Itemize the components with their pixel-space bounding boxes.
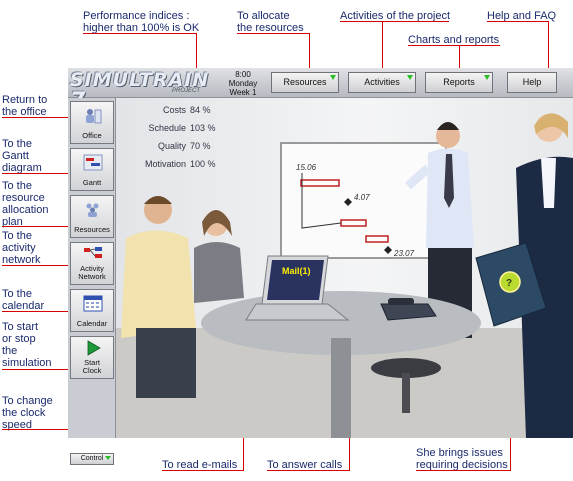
office-chair: [371, 358, 441, 413]
office-people-icon: [86, 109, 102, 124]
resources-group-icon: [86, 203, 99, 217]
annotation-performance: Performance indices :higher than 100% is…: [83, 10, 200, 34]
help-button[interactable]: Help: [507, 72, 557, 93]
dropdown-indicator-icon: [484, 75, 490, 80]
top-toolbar: SIMULTRAIN 7 PROJECT 8:00 Monday Week 1 …: [68, 68, 573, 113]
annotation-charts: Charts and reports: [408, 34, 500, 46]
telephone[interactable]: [380, 298, 437, 321]
resources-plan-button[interactable]: Resources: [70, 195, 114, 238]
activities-button[interactable]: Activities: [348, 72, 416, 93]
index-motivation: Motivation 100 %: [144, 159, 216, 169]
start-clock-button[interactable]: Start Clock: [70, 336, 114, 379]
index-schedule: Schedule 103 %: [148, 123, 216, 133]
annotation-activities: Activities of the project: [340, 10, 451, 22]
dropdown-indicator-icon: [407, 75, 413, 80]
issues-folder: [475, 242, 547, 327]
office-illustration: 15.06 4.07 23.07: [116, 113, 573, 438]
annotation-calls: To answer calls: [267, 459, 343, 471]
office-button[interactable]: Office: [70, 101, 114, 144]
laptop: [245, 255, 350, 321]
logo-subtitle: PROJECT: [172, 88, 201, 94]
seated-man-figure: [121, 196, 196, 398]
clock-week: Week 1: [229, 88, 257, 97]
simultrain-window: SIMULTRAIN 7 PROJECT 8:00 Monday Week 1 …: [68, 68, 573, 465]
calendar-icon: [83, 295, 103, 312]
reports-button[interactable]: Reports: [425, 72, 493, 93]
gantt-button[interactable]: Gantt: [70, 148, 114, 191]
activity-network-icon: [84, 247, 102, 258]
left-sidebar: Office Gantt Resources Activity: [68, 98, 116, 465]
resources-button[interactable]: Resources: [271, 72, 339, 93]
whiteboard-date-1: 15.06: [296, 163, 317, 172]
assistant-figure: [516, 113, 573, 438]
index-quality: Quality 70 %: [157, 141, 211, 151]
mail-notification[interactable]: Mail(1): [282, 266, 311, 276]
whiteboard-date-2: 4.07: [354, 193, 370, 202]
annotation-emails: To read e-mails: [162, 459, 238, 471]
performance-indices: Costs 84 % Schedule 103 % Quality 70 % M…: [116, 101, 220, 173]
annotation-help: Help and FAQ: [487, 10, 557, 22]
simulation-clock: 8:00 Monday Week 1: [226, 70, 260, 97]
activity-network-button[interactable]: Activity Network: [70, 242, 114, 285]
play-icon: [87, 340, 101, 356]
gantt-chart-icon: [83, 154, 103, 171]
whiteboard-date-3: 23.07: [393, 249, 415, 258]
calendar-button[interactable]: Calendar: [70, 289, 114, 332]
dropdown-indicator-icon: [105, 456, 111, 460]
clock-time: 8:00: [235, 70, 251, 79]
control-speed-button[interactable]: Control: [70, 453, 114, 465]
office-scene: 15.06 4.07 23.07: [116, 98, 573, 438]
issue-question-icon[interactable]: ?: [506, 278, 512, 289]
dropdown-indicator-icon: [330, 75, 336, 80]
index-costs: Costs 84 %: [162, 105, 211, 115]
seated-woman-figure: [194, 210, 244, 303]
clock-day: Monday: [228, 79, 258, 88]
